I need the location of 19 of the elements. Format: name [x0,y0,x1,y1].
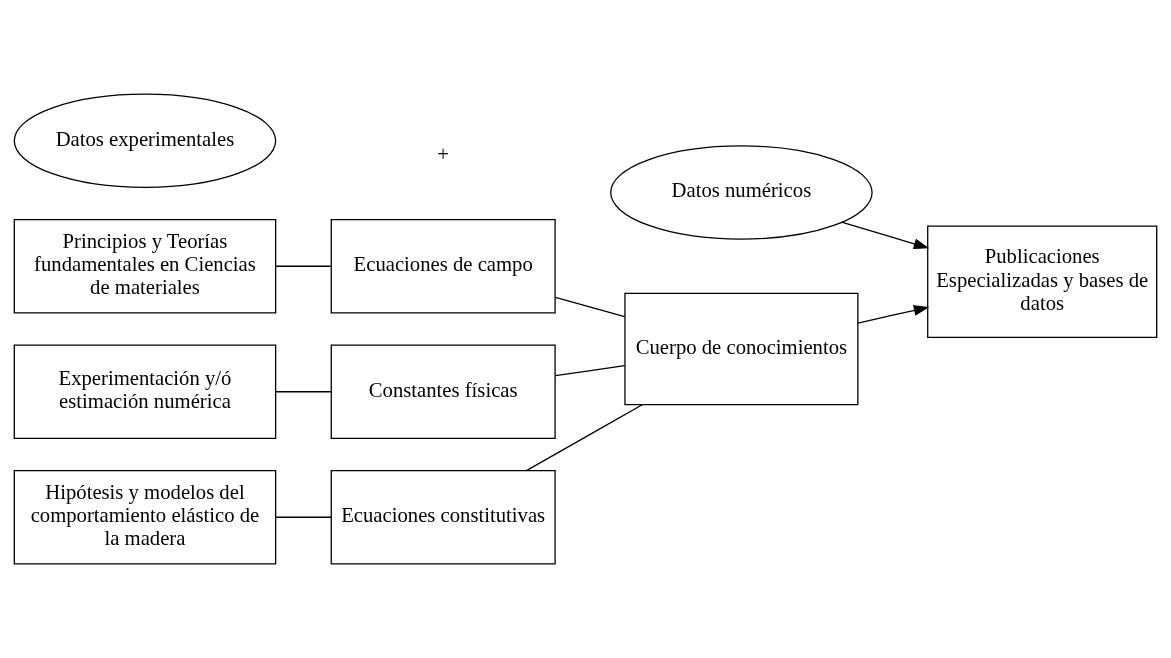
node-box: Ecuaciones de campo [330,219,556,314]
node-box: Publicaciones Especializadas y bases de datos [927,225,1158,339]
connector [554,365,626,377]
connector [554,296,626,318]
node-box: Experimentación y/ó estimación numérica [13,344,277,439]
node-box: Cuerpo de conocimientos [624,292,859,406]
node-box: Principios y Teorías fundamentales en Ciencias de materiales [13,219,277,314]
node-box: Hipótesis y modelos del comportamiento elástico de la madera [13,470,277,565]
connector [275,391,332,393]
node-ellipse: Datos experimentales [13,93,277,188]
connector [275,516,332,518]
arrow [857,305,930,324]
node-box: Constantes físicas [330,344,556,439]
node-box: Ecuaciones constitutivas [330,470,556,565]
connector [275,265,332,267]
arrow [841,221,930,250]
connector [525,404,643,472]
node-ellipse: Datos numéricos [610,145,873,240]
label: + [437,143,450,166]
